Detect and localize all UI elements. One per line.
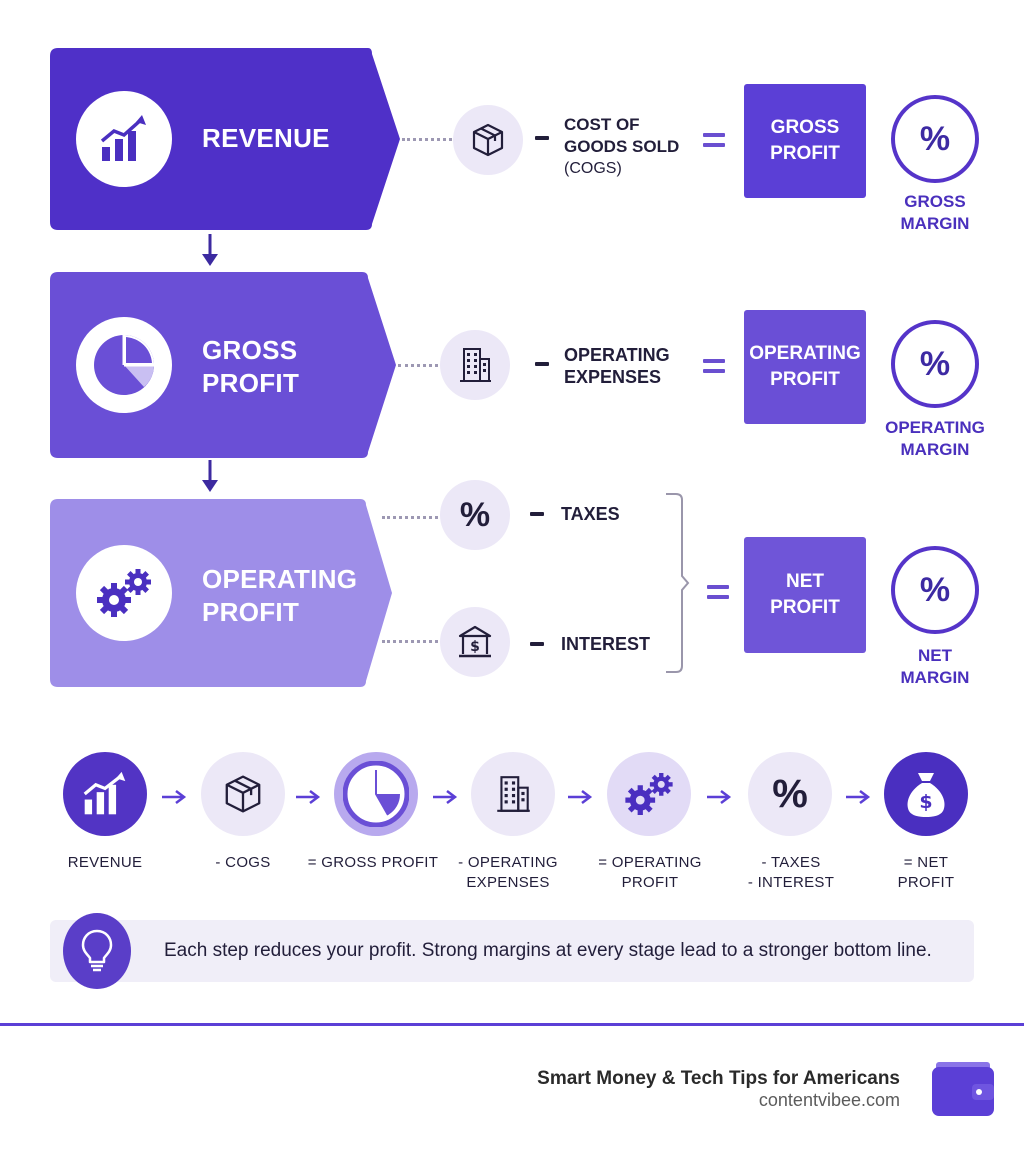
interest-label: INTEREST xyxy=(561,634,651,654)
flow-label-cogs: - COGS xyxy=(215,854,271,871)
gears-icon xyxy=(76,545,172,641)
operating-expenses-label: OPERATING EXPENSES xyxy=(564,345,670,387)
money-bag-icon: $ xyxy=(907,773,945,817)
right-arrow-icon xyxy=(433,790,458,804)
flow-label-taxes-interest: - TAXES- INTEREST xyxy=(747,854,835,891)
equals-sign xyxy=(703,359,725,373)
flow-taxes-interest: % xyxy=(748,752,832,836)
connector-dots xyxy=(382,640,438,643)
percent-icon: % xyxy=(440,480,510,550)
percent-icon: % xyxy=(772,771,808,816)
footer-divider xyxy=(0,1023,1024,1026)
stage-title: GROSS PROFIT xyxy=(202,335,300,398)
pie-chart-icon xyxy=(76,317,172,413)
cogs-label: COST OF GOODS SOLD (COGS) xyxy=(564,115,680,177)
stage-operating-profit: OPERATING PROFIT xyxy=(50,499,400,687)
minus-sign xyxy=(535,362,549,366)
flow-revenue xyxy=(63,752,147,836)
flow-cogs xyxy=(201,752,285,836)
bank-icon: $ xyxy=(440,607,510,677)
down-arrow-icon xyxy=(202,234,218,266)
minus-sign xyxy=(535,136,549,140)
minus-sign xyxy=(530,642,544,646)
minus-sign xyxy=(530,512,544,516)
flow-operating-profit xyxy=(607,752,691,836)
right-arrow-icon xyxy=(162,790,187,804)
flow-net-profit: $ xyxy=(884,752,968,836)
stage-title: REVENUE xyxy=(202,123,330,153)
bar-chart-up-icon xyxy=(76,91,172,187)
percent-icon: % xyxy=(891,546,979,634)
box-icon xyxy=(225,775,261,813)
flow-label-revenue: REVENUE xyxy=(67,854,143,871)
connector-dots xyxy=(382,516,438,519)
bracket xyxy=(666,493,690,673)
bar-chart-up-icon xyxy=(83,771,126,815)
connector-dots xyxy=(398,364,438,367)
footer-title: Smart Money & Tech Tips for Americans xyxy=(537,1068,900,1089)
equals-sign xyxy=(707,585,729,599)
down-arrow-icon xyxy=(202,460,218,492)
tip-banner xyxy=(50,920,974,982)
right-arrow-icon xyxy=(568,790,593,804)
flow-gross-profit xyxy=(334,752,418,836)
stage-gross-profit: GROSS PROFIT xyxy=(50,272,400,458)
pie-chart-icon xyxy=(343,761,409,827)
office-building-icon xyxy=(440,330,510,400)
right-arrow-icon xyxy=(296,790,321,804)
right-arrow-icon xyxy=(846,790,871,804)
box-icon xyxy=(453,105,523,175)
office-building-icon xyxy=(497,776,530,812)
svg-text:$: $ xyxy=(470,639,480,655)
right-arrow-icon xyxy=(707,790,732,804)
wallet-icon xyxy=(932,1062,994,1116)
connector-dots xyxy=(402,138,452,141)
lightbulb-icon xyxy=(63,913,131,989)
taxes-label: TAXES xyxy=(561,504,620,524)
stage-revenue: REVENUE xyxy=(50,48,400,230)
percent-icon: % xyxy=(891,320,979,408)
percent-icon: % xyxy=(891,95,979,183)
flow-operating-expenses xyxy=(471,752,555,836)
stage-title: OPERATING PROFIT xyxy=(202,564,358,627)
svg-text:$: $ xyxy=(919,791,932,813)
gears-icon xyxy=(625,773,673,815)
equals-sign xyxy=(703,133,725,147)
flow-label-gross-profit: = GROSS PROFIT xyxy=(307,854,439,871)
footer-site-link[interactable]: contentvibee.com xyxy=(758,1090,900,1110)
tip-text: Each step reduces your profit. Strong ma… xyxy=(164,940,932,961)
